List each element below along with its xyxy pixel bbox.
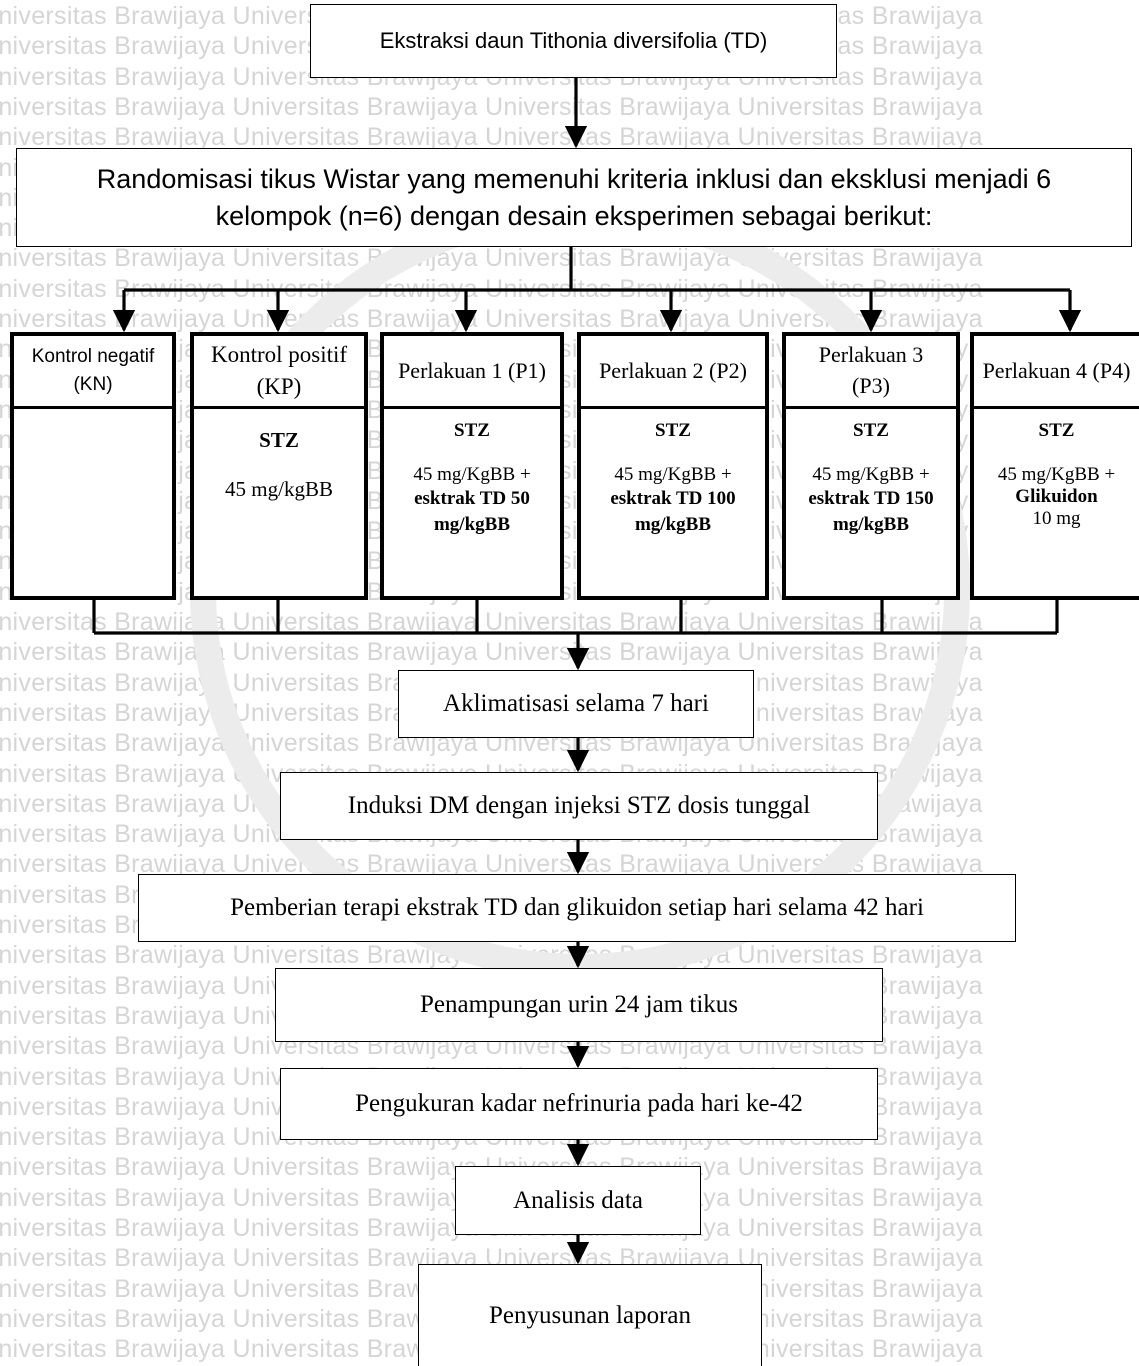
group-body-top: STZ bbox=[1038, 420, 1075, 441]
group-title: Perlakuan 4 (P4) bbox=[982, 357, 1131, 383]
group-body-bold: esktrak TD 50 mg/kgBB bbox=[414, 488, 530, 535]
group-title: Perlakuan 2 (P2) bbox=[599, 357, 747, 383]
step-extraction: Ekstraksi daun Tithonia diversifolia (TD… bbox=[310, 4, 837, 78]
group-p2: Perlakuan 2 (P2) STZ 45 mg/KgBB + esktra… bbox=[577, 332, 769, 600]
group-body-top: STZ bbox=[259, 428, 299, 452]
step-report-label: Penyusunan laporan bbox=[488, 1301, 692, 1329]
group-p3: Perlakuan 3 (P3) STZ 45 mg/KgBB + esktra… bbox=[782, 332, 960, 600]
group-body-bold: esktrak TD 100 mg/kgBB bbox=[610, 488, 736, 535]
watermark-row: Universitas Brawijaya Universitas Brawij… bbox=[0, 92, 983, 121]
group-body-bold: esktrak TD 150 mg/kgBB bbox=[808, 488, 934, 535]
group-body-tail: 10 mg bbox=[1032, 508, 1081, 529]
group-kn: Kontrol negatif (KN) bbox=[10, 332, 176, 600]
step-urine-label: Penampungan urin 24 jam tikus bbox=[419, 991, 739, 1018]
group-body-mid: 45 mg/kgBB bbox=[225, 477, 333, 501]
step-acclimatization: Aklimatisasi selama 7 hari bbox=[398, 670, 754, 738]
group-body-top: STZ bbox=[853, 420, 889, 441]
group-body-top: STZ bbox=[454, 420, 490, 441]
step-randomization-label: Randomisasi tikus Wistar yang memenuhi k… bbox=[96, 164, 1052, 231]
step-acclimatization-label: Aklimatisasi selama 7 hari bbox=[443, 690, 709, 717]
step-urine: Penampungan urin 24 jam tikus bbox=[275, 968, 883, 1042]
step-therapy: Pemberian terapi ekstrak TD dan glikuido… bbox=[138, 874, 1016, 942]
group-title: Kontrol negatif (KN) bbox=[31, 346, 155, 395]
group-body-top: STZ bbox=[655, 420, 691, 441]
step-randomization: Randomisasi tikus Wistar yang memenuhi k… bbox=[16, 148, 1132, 247]
group-title: Perlakuan 3 (P3) bbox=[818, 342, 924, 398]
group-body-mid: 45 mg/KgBB + bbox=[812, 464, 930, 485]
step-report: Penyusunan laporan bbox=[418, 1264, 762, 1366]
group-p1: Perlakuan 1 (P1) STZ 45 mg/KgBB + esktra… bbox=[380, 332, 564, 600]
group-body-mid: 45 mg/KgBB + bbox=[614, 464, 732, 485]
step-analysis-label: Analisis data bbox=[513, 1186, 643, 1214]
step-induction-label: Induksi DM dengan injeksi STZ dosis tung… bbox=[347, 792, 811, 819]
step-measurement: Pengukuran kadar nefrinuria pada hari ke… bbox=[280, 1068, 878, 1140]
step-measurement-label: Pengukuran kadar nefrinuria pada hari ke… bbox=[355, 1090, 803, 1117]
group-body-mid: 45 mg/KgBB + bbox=[413, 464, 531, 485]
group-p4: Perlakuan 4 (P4) STZ 45 mg/KgBB + Glikui… bbox=[970, 332, 1139, 600]
group-body-bold: Glikuidon bbox=[1015, 486, 1098, 507]
group-title: Perlakuan 1 (P1) bbox=[398, 357, 546, 383]
step-extraction-label: Ekstraksi daun Tithonia diversifolia (TD… bbox=[379, 28, 768, 53]
step-therapy-label: Pemberian terapi ekstrak TD dan glikuido… bbox=[230, 894, 924, 921]
group-kp: Kontrol positif (KP) STZ 45 mg/kgBB bbox=[190, 332, 368, 600]
step-analysis: Analisis data bbox=[455, 1166, 701, 1235]
watermark-row: Universitas Brawijaya Universitas Brawij… bbox=[0, 123, 983, 152]
group-body-mid: 45 mg/KgBB + bbox=[997, 464, 1116, 485]
step-induction: Induksi DM dengan injeksi STZ dosis tung… bbox=[280, 772, 878, 840]
group-title: Kontrol positif (KP) bbox=[210, 341, 348, 399]
